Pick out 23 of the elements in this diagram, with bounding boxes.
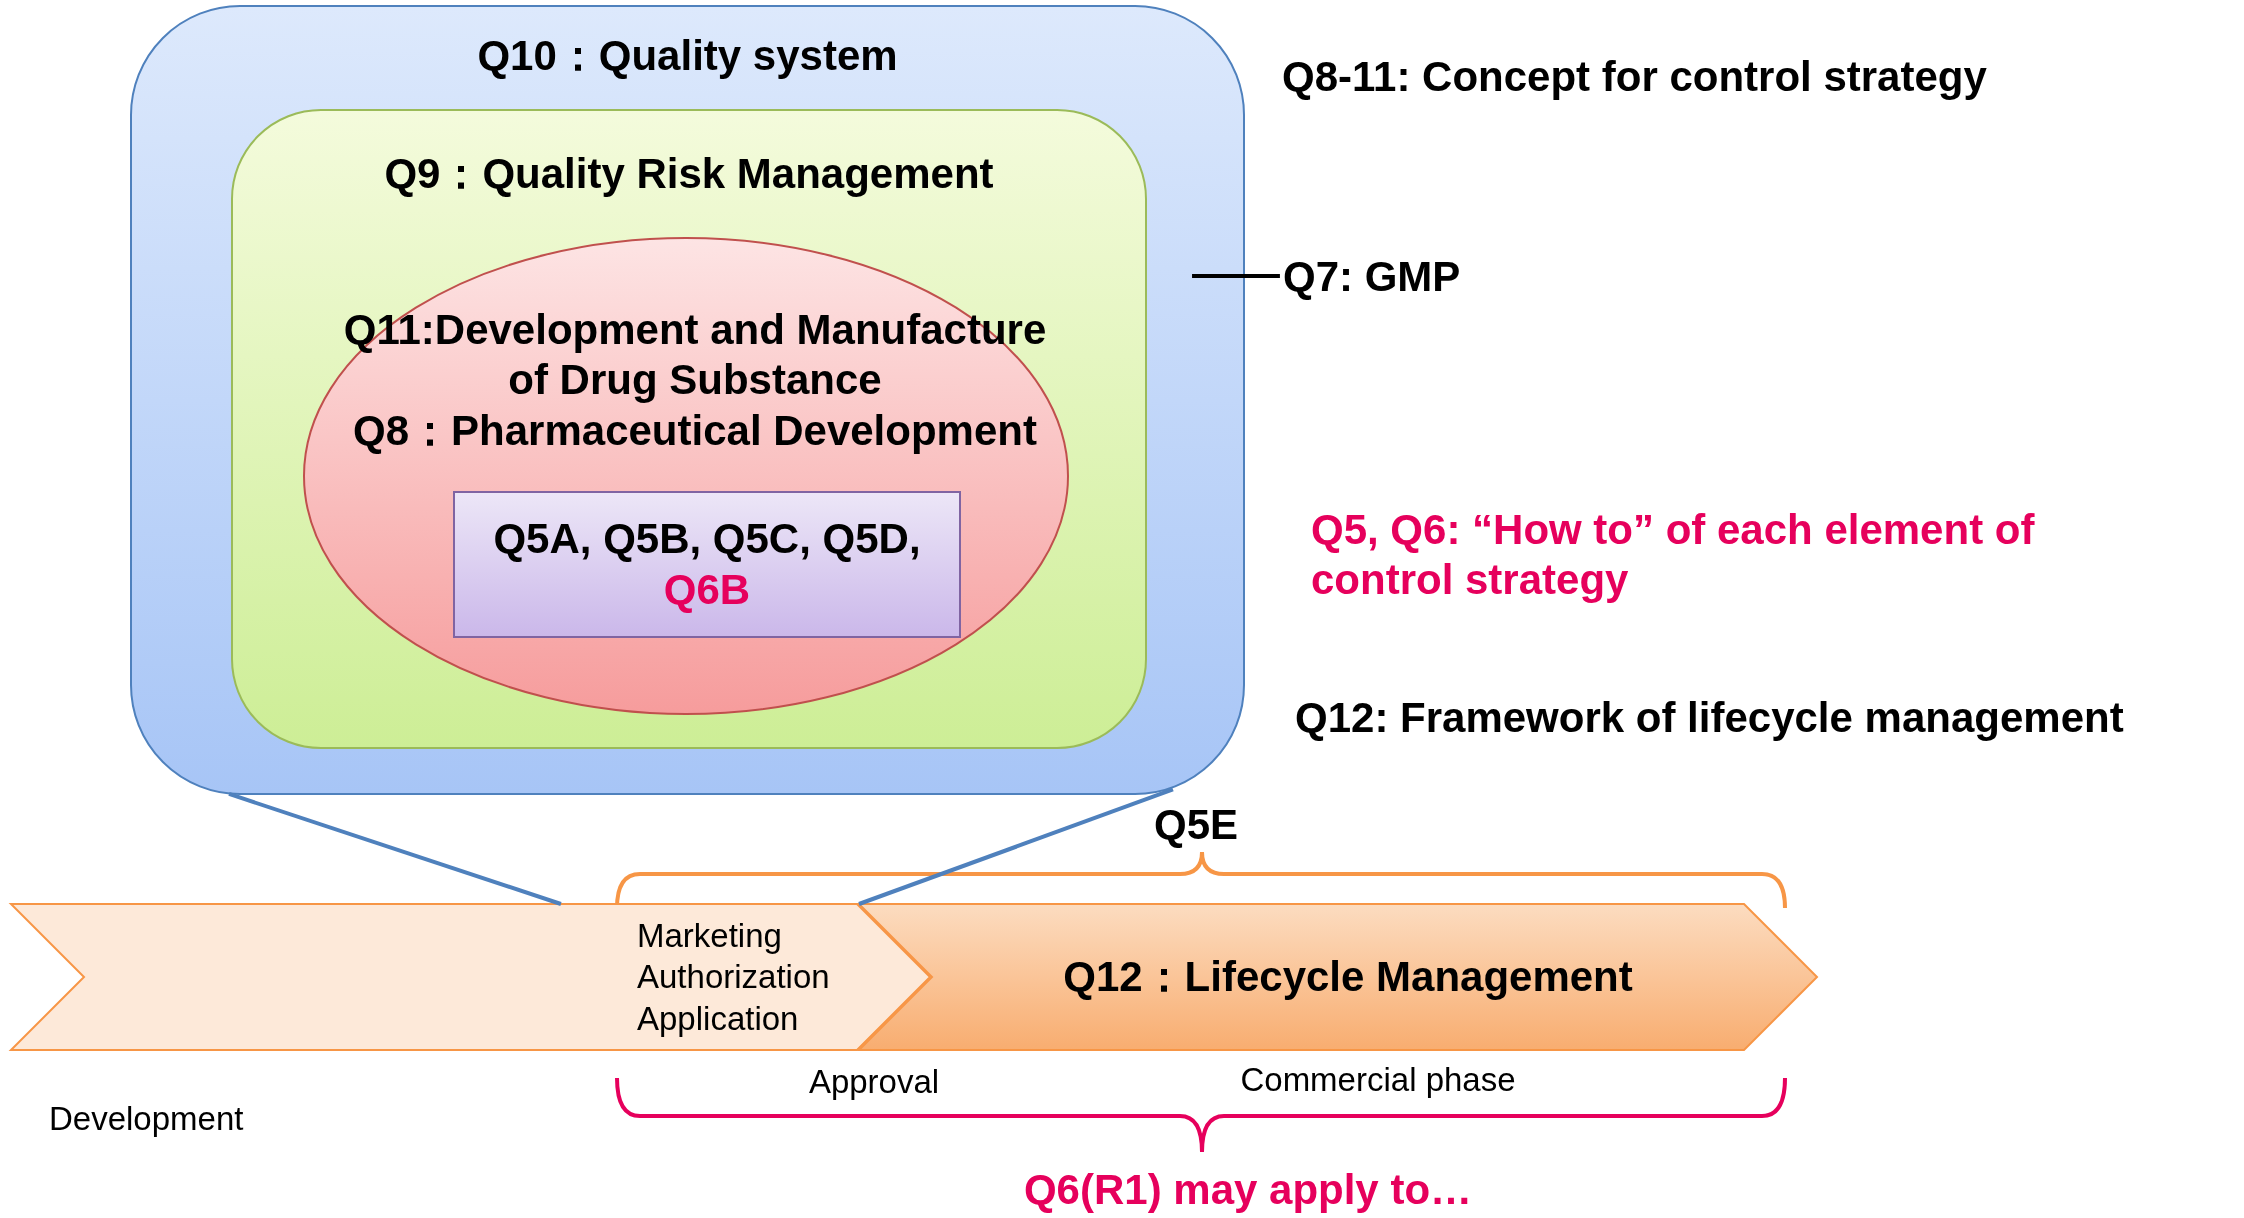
leader-line xyxy=(1192,273,1280,278)
annotation-text: Q6(R1) may apply to… xyxy=(1023,1165,1473,1215)
guideline-box xyxy=(453,491,961,638)
milestone-text: Marketing Authorization Application xyxy=(637,916,831,1039)
annotation-text: Q8-11: Concept for control strategy xyxy=(1282,52,1987,102)
node-title: Q6B xyxy=(663,564,751,615)
annotation-text: Q5, Q6: “How to” of each element of control strategy xyxy=(1311,505,2036,606)
annotation-text: Q12: Framework of lifecycle management xyxy=(1295,693,2124,743)
phase-label: Approval xyxy=(808,1062,940,1102)
connector-line xyxy=(228,792,562,906)
phase-label: Development xyxy=(49,1100,244,1138)
quality-system-box xyxy=(130,5,1245,795)
node-title: Q10：Quality system xyxy=(477,31,898,81)
node-title: Q9：Quality Risk Management xyxy=(384,149,994,199)
gmp-label: Q7: GMP xyxy=(1283,251,1461,302)
annotation-text: Q5E xyxy=(1154,800,1238,850)
node-title: Q11:Development and Manufacture of Drug Substance xyxy=(342,305,1048,406)
node-title: Q8：Pharmaceutical Development xyxy=(353,405,1037,456)
node-title: Q12：Lifecycle Management xyxy=(1063,951,1633,1002)
node-title: Q5A, Q5B, Q5C, Q5D, xyxy=(493,514,921,565)
risk-management-box xyxy=(231,109,1147,749)
connector-line xyxy=(858,787,1174,906)
phase-label: Commercial phase xyxy=(1240,1060,1516,1100)
